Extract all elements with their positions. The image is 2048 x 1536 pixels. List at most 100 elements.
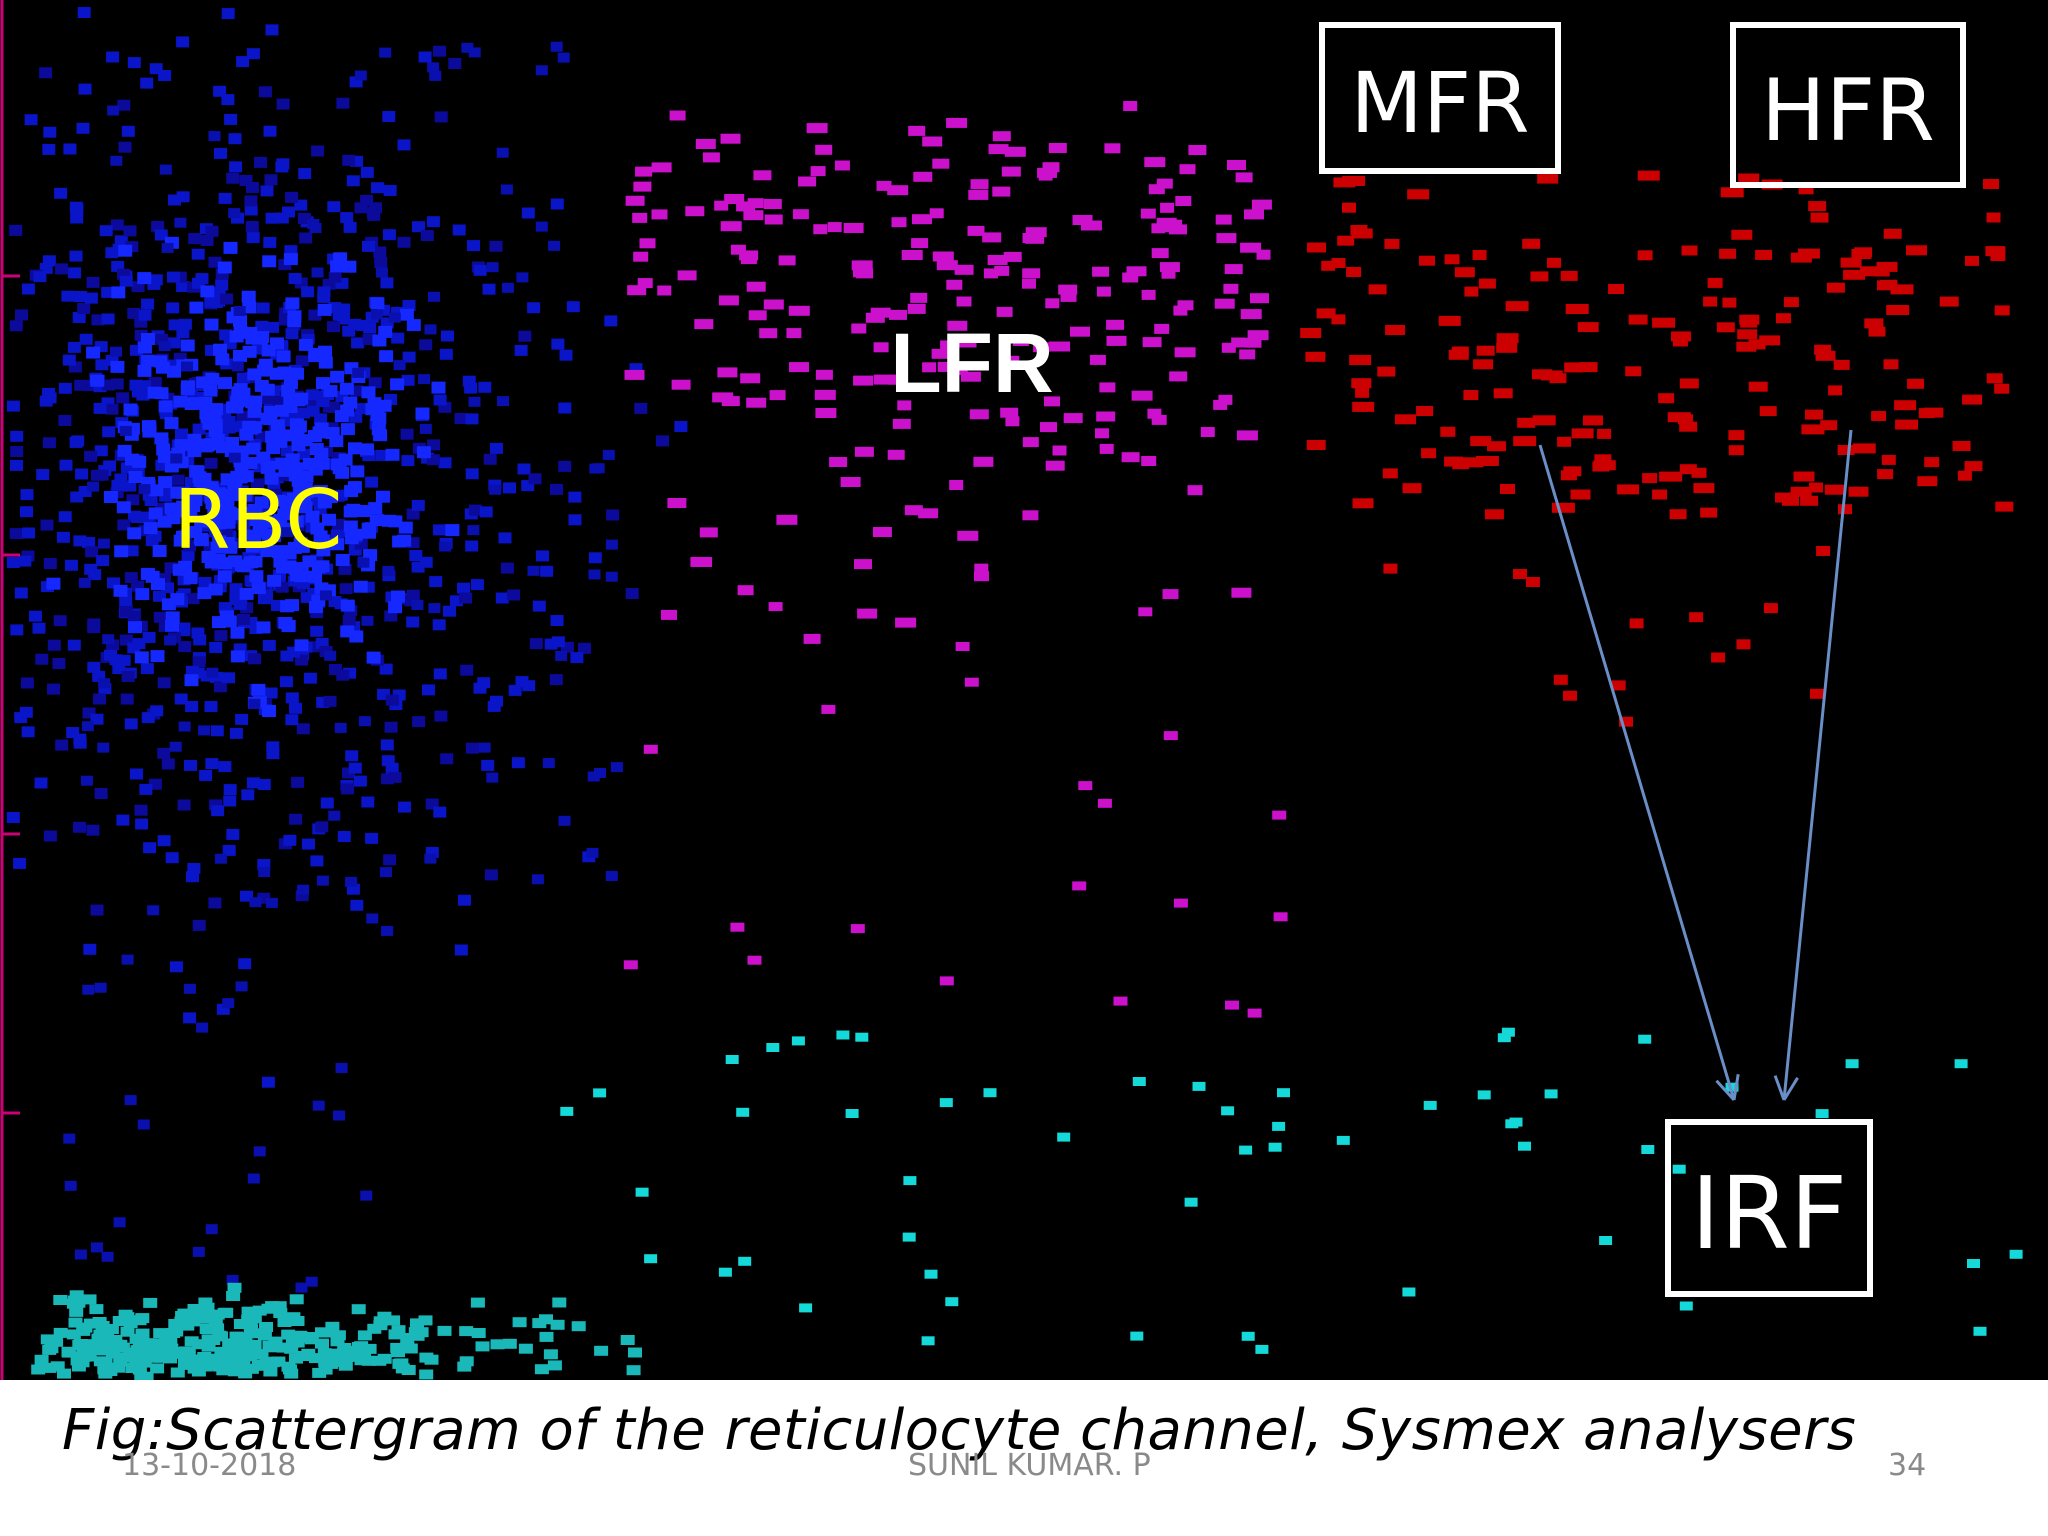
rbc-dot (131, 281, 145, 293)
rbc-dot (204, 701, 218, 712)
rbc-dot (588, 569, 601, 580)
rbc-dot (251, 683, 266, 696)
lfr-dot (1200, 427, 1215, 437)
rbc-dot (285, 297, 300, 310)
rbc-dot (266, 741, 280, 753)
rbc-dot (183, 1012, 197, 1024)
rbc-dot (116, 501, 131, 514)
rbc-dot (434, 111, 448, 123)
rbc-dot (55, 739, 69, 751)
mfr-hfr-dot (1384, 238, 1400, 249)
rbc-dot (121, 671, 135, 682)
mfr-hfr-dot (1707, 277, 1723, 288)
lfr-dot (661, 609, 677, 620)
rbc-dot (87, 622, 101, 634)
platelet-dot (273, 1308, 288, 1318)
mfr-hfr-dot (1382, 468, 1398, 479)
rbc-dot (73, 535, 87, 547)
lfr-dot (992, 186, 1011, 197)
lfr-dot (887, 449, 905, 460)
rbc-dot (148, 377, 162, 389)
platelet-dot (236, 1357, 251, 1368)
rbc-dot (192, 656, 206, 668)
rbc-dot (180, 339, 195, 352)
rbc-dot (167, 271, 180, 283)
rbc-dot (275, 212, 289, 224)
rbc-dot (237, 519, 251, 530)
mfr-hfr-dot (1571, 428, 1594, 439)
rbc-dot (233, 306, 246, 316)
rbc-dot (73, 733, 87, 745)
mfr-hfr-dot (1553, 674, 1568, 685)
rbc-dot (517, 463, 531, 475)
rbc-dot (209, 297, 223, 309)
platelet-dot (168, 1319, 183, 1329)
mfr-hfr-dot (1995, 501, 2014, 512)
rbc-dot (187, 433, 202, 446)
lfr-dot (983, 268, 998, 279)
lfr-dot (633, 181, 652, 192)
mfr-hfr-dot (1994, 383, 2010, 394)
platelet-dot (285, 1337, 300, 1348)
rbc-dot (137, 1119, 150, 1130)
platelet-dot (1845, 1059, 1859, 1069)
rbc-dot (363, 322, 377, 334)
rbc-dot (320, 797, 334, 809)
rbc-dot (366, 913, 379, 924)
rbc-dot (429, 576, 443, 588)
rbc-dot (102, 634, 115, 645)
rbc-dot (117, 654, 131, 666)
mfr-hfr-dot (1843, 269, 1866, 280)
rbc-dot (406, 508, 420, 520)
rbc-dot (205, 372, 220, 385)
platelet-dot (135, 1313, 150, 1324)
rbc-dot (570, 652, 584, 664)
mfr-hfr-dot (1805, 409, 1823, 420)
rbc-dot (481, 759, 495, 771)
rbc-dot (339, 382, 354, 395)
platelet-dot (227, 1282, 242, 1293)
rbc-dot (305, 1276, 318, 1287)
platelet-dot (414, 1327, 429, 1338)
rbc-dot (289, 702, 302, 714)
rbc-dot (536, 550, 549, 562)
platelet-dot (2009, 1249, 2023, 1259)
platelet-dot (459, 1356, 474, 1367)
rbc-dot (445, 524, 460, 537)
mfr-hfr-dot (1611, 680, 1626, 691)
rbc-dot (9, 224, 23, 236)
platelet-dot (518, 1343, 533, 1354)
lfr-dot (1040, 422, 1057, 433)
rbc-dot (164, 359, 178, 371)
platelet-dot (236, 1340, 251, 1351)
rbc-dot (198, 577, 212, 588)
mfr-hfr-dot (1577, 322, 1599, 333)
rbc-dot (190, 465, 205, 478)
rbc-dot (251, 343, 265, 355)
mfr-hfr-dot (1416, 406, 1434, 416)
mfr-hfr-dot (1814, 344, 1832, 355)
mfr-hfr-dot (1473, 359, 1494, 370)
rbc-dot (310, 625, 324, 637)
rbc-dot (422, 684, 435, 696)
rbc-dot (540, 565, 554, 577)
rbc-dot (323, 695, 337, 707)
rbc-dot (140, 511, 154, 523)
rbc-dot (238, 958, 252, 970)
platelet-dot (1679, 1301, 1693, 1311)
rbc-dot (18, 555, 32, 567)
lfr-dot (814, 389, 836, 400)
rbc-dot (36, 469, 50, 480)
rbc-dot (349, 630, 364, 643)
rbc-dot (141, 354, 156, 367)
rbc-dot (223, 541, 238, 554)
rbc-dot (181, 361, 193, 372)
rbc-dot (382, 565, 395, 576)
mfr-hfr-dot (1736, 639, 1751, 650)
mfr-hfr-dot (1957, 470, 1972, 481)
rbc-dot (166, 302, 180, 314)
rbc-dot (123, 480, 137, 492)
rbc-dot (550, 615, 564, 626)
lfr-dot (1256, 249, 1271, 260)
rbc-dot (283, 253, 298, 266)
